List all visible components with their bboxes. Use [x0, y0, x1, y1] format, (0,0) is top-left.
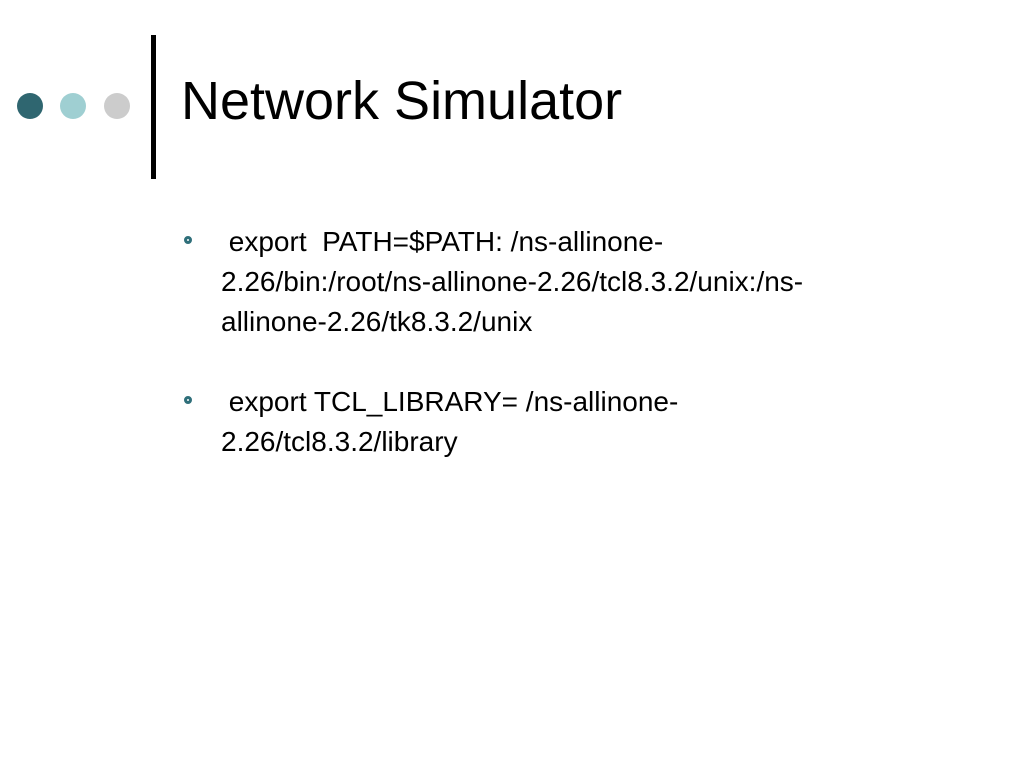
decorative-dot-teal	[60, 93, 86, 119]
bullet-line: 2.26/bin:/root/ns-allinone-2.26/tcl8.3.2…	[221, 266, 804, 297]
bullet-text: export PATH=$PATH: /ns-allinone- 2.26/bin…	[221, 226, 803, 337]
bullet-line: 2.26/tcl8.3.2/library	[221, 426, 458, 457]
title-divider	[151, 35, 156, 179]
bullet-line: export TCL_LIBRARY= /ns-allinone-	[221, 386, 679, 417]
bullet-circle-icon	[184, 396, 192, 404]
bullet-list: export PATH=$PATH: /ns-allinone- 2.26/bin…	[181, 222, 971, 502]
decorative-dot-dark	[17, 93, 43, 119]
bullet-line: allinone-2.26/tk8.3.2/unix	[221, 306, 533, 337]
bullet-item-tcl-library: export TCL_LIBRARY= /ns-allinone- 2.26/tc…	[181, 382, 971, 462]
bullet-circle-icon	[184, 236, 192, 244]
bullet-item-path: export PATH=$PATH: /ns-allinone- 2.26/bin…	[181, 222, 971, 342]
decorative-dot-gray	[104, 93, 130, 119]
bullet-text: export TCL_LIBRARY= /ns-allinone- 2.26/tc…	[221, 386, 678, 457]
bullet-line: export PATH=$PATH: /ns-allinone-	[221, 226, 664, 257]
slide-title: Network Simulator	[181, 71, 623, 131]
